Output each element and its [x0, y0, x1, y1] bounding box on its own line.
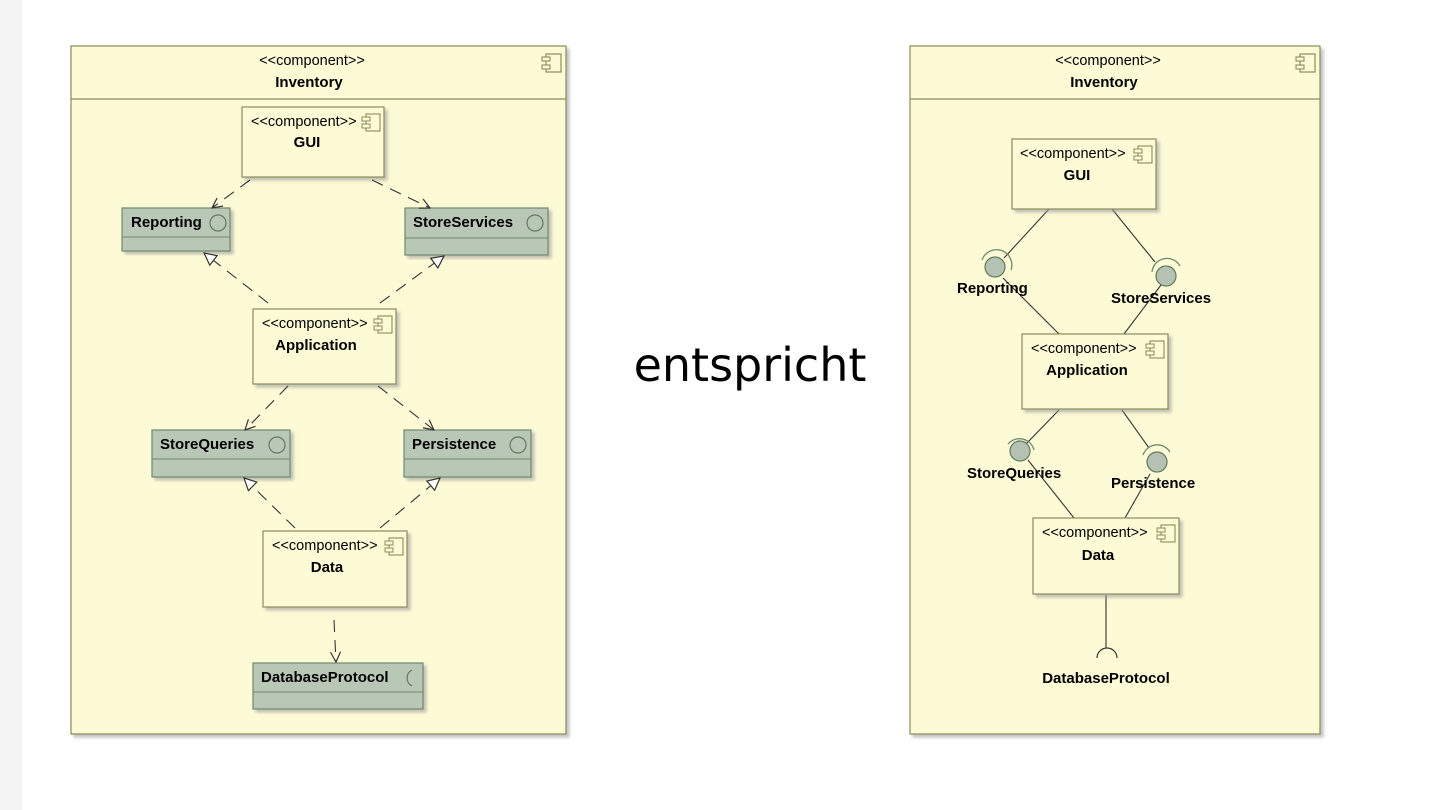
component-icon — [1295, 53, 1316, 73]
ball-icon — [984, 256, 1006, 278]
component-icon — [361, 113, 381, 132]
component-icon — [541, 53, 562, 73]
ball-icon — [1146, 451, 1168, 473]
socket-icon — [406, 669, 413, 687]
right-data-name: Data — [1082, 547, 1115, 564]
right-storequeries-label: StoreQueries — [967, 465, 1061, 482]
right-data-stereotype: <<component>> — [1042, 525, 1148, 541]
gui-to-reporting-line — [1003, 208, 1050, 259]
gui-to-storeservices-edge — [371, 179, 430, 208]
right-databaseprotocol-interface[interactable]: DatabaseProtocol — [1042, 647, 1170, 687]
right-application-name: Application — [1046, 362, 1128, 379]
slide-left-edge — [0, 0, 22, 810]
left-data-name: Data — [311, 559, 344, 576]
right-reporting-interface[interactable]: Reporting — [957, 249, 1028, 297]
interface-circle-icon — [209, 214, 227, 232]
left-persistence-interface[interactable]: Persistence — [403, 429, 532, 478]
entspricht-label: entspricht — [633, 338, 867, 392]
right-diagram: <<component>> Inventory <<component>> G — [909, 45, 1321, 735]
data-realizes-storequeries-edge — [244, 478, 296, 529]
right-databaseprotocol-label: DatabaseProtocol — [1042, 670, 1170, 687]
socket-icon — [1096, 647, 1118, 659]
left-storequeries-interface[interactable]: StoreQueries — [151, 429, 291, 478]
component-icon — [1145, 340, 1165, 359]
storeservices-to-application-line — [1123, 284, 1162, 335]
gui-to-reporting-edge — [212, 179, 251, 208]
left-inventory-package[interactable]: <<component>> Inventory — [70, 45, 567, 735]
reporting-to-application-line — [1002, 277, 1060, 335]
left-storeservices-label: StoreServices — [413, 214, 513, 231]
component-icon — [1156, 524, 1176, 543]
ball-icon — [1155, 265, 1177, 287]
application-realizes-storeservices-edge — [379, 256, 444, 304]
left-persistence-label: Persistence — [412, 436, 496, 453]
left-gui-component[interactable]: <<component>> GUI — [241, 106, 385, 178]
right-gui-stereotype: <<component>> — [1020, 146, 1126, 162]
application-to-persistence-line — [1121, 409, 1150, 449]
data-realizes-persistence-edge — [379, 478, 440, 529]
right-application-stereotype: <<component>> — [1031, 341, 1137, 357]
ball-icon — [1009, 440, 1031, 462]
left-gui-name: GUI — [294, 134, 321, 151]
left-package-name: Inventory — [275, 74, 343, 91]
right-gui-name: GUI — [1064, 167, 1091, 184]
right-gui-component[interactable]: <<component>> GUI — [1011, 138, 1157, 210]
storequeries-to-data-line — [1027, 459, 1075, 519]
left-application-name: Application — [275, 337, 357, 354]
left-storeservices-interface[interactable]: StoreServices — [404, 207, 549, 256]
left-data-stereotype: <<component>> — [272, 538, 378, 554]
left-reporting-interface[interactable]: Reporting — [121, 207, 231, 252]
right-storeservices-label: StoreServices — [1111, 290, 1211, 307]
left-storequeries-label: StoreQueries — [160, 436, 254, 453]
right-persistence-label: Persistence — [1111, 475, 1195, 492]
socket-icon — [1151, 257, 1181, 273]
application-to-persistence-edge — [377, 385, 434, 430]
left-reporting-label: Reporting — [131, 214, 202, 231]
left-package-stereotype: <<component>> — [259, 53, 365, 69]
application-to-storequeries-line — [1025, 409, 1060, 445]
right-storequeries-interface[interactable]: StoreQueries — [967, 438, 1061, 482]
application-realizes-reporting-edge — [204, 253, 269, 304]
interface-circle-icon — [509, 436, 527, 454]
left-application-component[interactable]: <<component>> Application — [252, 308, 397, 385]
application-to-storequeries-edge — [245, 385, 289, 430]
left-gui-stereotype: <<component>> — [251, 114, 357, 130]
right-storeservices-interface[interactable]: StoreServices — [1111, 257, 1211, 307]
interface-circle-icon — [268, 436, 286, 454]
right-persistence-interface[interactable]: Persistence — [1111, 444, 1195, 492]
right-data-component[interactable]: <<component>> Data — [1032, 517, 1180, 595]
persistence-to-data-line — [1124, 473, 1151, 519]
component-icon — [384, 537, 404, 556]
socket-icon — [1142, 444, 1171, 456]
right-package-stereotype: <<component>> — [1055, 53, 1161, 69]
gui-to-storeservices-line — [1111, 208, 1156, 263]
left-databaseprotocol-interface[interactable]: DatabaseProtocol — [252, 662, 424, 710]
left-dependency-edges — [212, 179, 434, 662]
left-data-component[interactable]: <<component>> Data — [262, 530, 408, 608]
socket-icon — [981, 249, 1013, 271]
left-databaseprotocol-label: DatabaseProtocol — [261, 669, 389, 686]
right-package-name: Inventory — [1070, 74, 1138, 91]
data-to-databaseprotocol-edge — [334, 619, 336, 662]
left-diagram: <<component>> Inventory <<component>> GU… — [70, 45, 567, 735]
socket-icon — [1007, 438, 1035, 451]
component-icon — [373, 315, 393, 334]
right-connector-lines — [1002, 208, 1162, 648]
right-application-component[interactable]: <<component>> Application — [1021, 333, 1169, 410]
left-application-stereotype: <<component>> — [262, 316, 368, 332]
left-realization-edges — [204, 253, 444, 529]
interface-circle-icon — [526, 214, 544, 232]
right-reporting-label: Reporting — [957, 280, 1028, 297]
component-icon — [1133, 145, 1153, 164]
